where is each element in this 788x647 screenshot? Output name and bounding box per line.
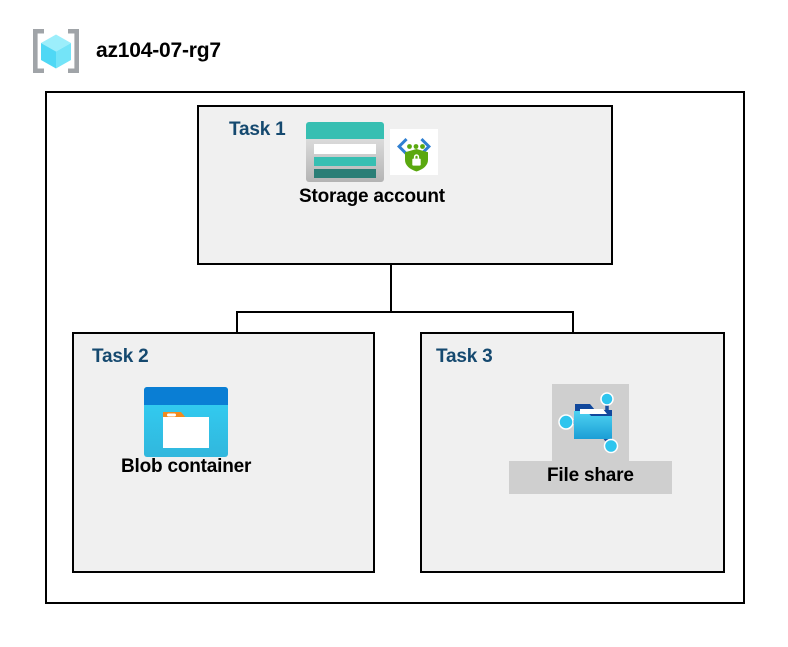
file-share-caption: File share	[509, 461, 672, 494]
blob-container-icon	[143, 386, 229, 463]
resource-group-title: az104-07-rg7	[96, 39, 221, 62]
connector-storage-trunk	[390, 265, 392, 313]
task-2-box: Task 2	[72, 332, 375, 573]
storage-account-node[interactable]: Storage account	[299, 121, 445, 209]
file-share-icon-row	[551, 384, 629, 461]
file-share-icon	[555, 385, 625, 460]
task-2-label: Task 2	[92, 346, 149, 367]
resource-group-header: az104-07-rg7	[30, 26, 221, 76]
secure-endpoint-shield-icon	[390, 128, 439, 180]
storage-account-icon	[305, 121, 385, 188]
storage-account-icon-row	[305, 121, 439, 188]
task-1-label: Task 1	[229, 119, 286, 140]
task-1-box: Task 1	[197, 105, 613, 265]
blob-container-icon-row	[143, 386, 229, 457]
task-3-box: Task 3	[420, 332, 725, 573]
file-share-node[interactable]: File share	[509, 384, 672, 494]
task-3-label: Task 3	[436, 346, 493, 367]
connector-horizontal-bus	[236, 311, 574, 313]
resource-group-icon	[30, 26, 82, 76]
storage-account-caption: Storage account	[299, 186, 445, 207]
blob-container-caption: Blob container	[121, 456, 252, 477]
blob-container-node[interactable]: Blob container	[121, 386, 252, 479]
